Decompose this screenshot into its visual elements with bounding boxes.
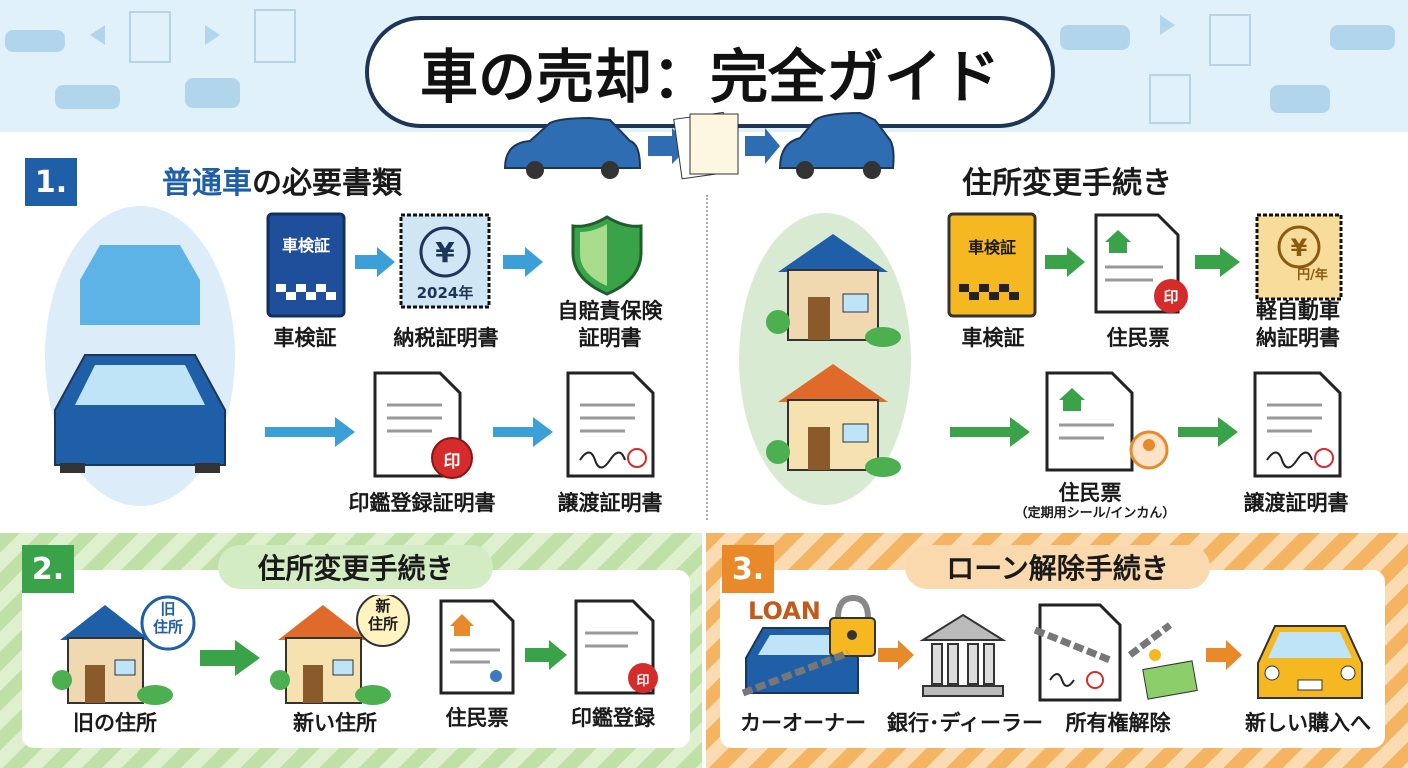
label-resident-2: 住民票 xyxy=(1058,481,1122,505)
label-car-owner: カーオーナー xyxy=(740,711,866,735)
arrow-right-icon xyxy=(200,640,260,676)
cars-illustration xyxy=(45,206,235,506)
old-address-bubble: 旧住所 xyxy=(150,600,186,636)
label-tax-certificate: 納税証明書 xyxy=(393,326,499,350)
tax-stamp-icon: ¥ xyxy=(1255,213,1343,301)
label-insurance-2: 証明書 xyxy=(578,326,642,350)
label-seal-registration: 印鑑登録 xyxy=(571,706,655,730)
label-resident-2-sub: （定期用シール/インカん） xyxy=(1014,506,1176,521)
resident-document-icon xyxy=(1045,371,1169,472)
bubble-line: 旧 xyxy=(160,600,176,618)
label-resident-3: 住民票 xyxy=(445,706,509,730)
arrow-right-icon xyxy=(1045,247,1085,277)
bubble-line: 住所 xyxy=(152,618,183,636)
section-1-heading: 普通車の必要書類 xyxy=(162,158,402,202)
label-insurance-1: 自賠責保険 xyxy=(557,299,663,323)
new-house-icon xyxy=(270,595,410,705)
bubble-line: 新 xyxy=(375,597,391,615)
seal-document-icon xyxy=(373,371,473,479)
arrow-right-icon xyxy=(1206,640,1242,670)
label-resident: 住民票 xyxy=(1106,326,1170,350)
heading-accent: 普通車 xyxy=(162,166,252,201)
label-new-address: 新い住所 xyxy=(293,711,377,735)
section-1-right-heading: 住所変更手続き xyxy=(962,166,1172,201)
seal-text: 印 xyxy=(636,674,650,689)
label-bank-dealer: 銀行･ディーラー xyxy=(886,711,1044,735)
seal-document-icon xyxy=(574,599,658,695)
resident-document-icon xyxy=(439,599,515,695)
label-new-purchase: 新しい購入へ xyxy=(1245,711,1371,735)
label-transfer-right: 譲渡証明書 xyxy=(1243,491,1349,515)
shaken-book-icon xyxy=(947,212,1037,318)
arrow-right-icon xyxy=(1178,417,1238,447)
loan-text: LOAN xyxy=(748,597,821,625)
svg-text:¥: ¥ xyxy=(435,236,455,269)
arrow-right-icon xyxy=(525,640,567,670)
label-shaken: 車検証 xyxy=(273,326,337,350)
label-old-address: 旧の住所 xyxy=(73,711,157,735)
ownership-release-icon xyxy=(1033,603,1198,702)
shield-icon xyxy=(571,215,643,296)
new-address-bubble: 新住所 xyxy=(365,597,401,633)
label-kei-1: 軽自動車 xyxy=(1256,299,1340,323)
transfer-document-icon xyxy=(566,371,655,478)
bubble-line: 住所 xyxy=(367,615,398,633)
section-3-badge: 3. xyxy=(722,545,774,593)
section-3-heading: ローン解除手続き xyxy=(905,545,1210,589)
arrow-right-icon xyxy=(503,247,543,277)
arrow-right-icon xyxy=(265,417,355,447)
transfer-document-icon xyxy=(1253,371,1342,478)
arrow-right-icon xyxy=(493,417,553,447)
background-pattern-icon xyxy=(5,9,1395,124)
book-text: 車検証 xyxy=(967,238,1016,257)
bank-icon xyxy=(919,613,1007,697)
label-shaken-right: 車検証 xyxy=(961,326,1025,350)
section-1-badge: 1. xyxy=(25,158,77,206)
label-transfer-certificate: 譲渡証明書 xyxy=(557,491,663,515)
stamp-text: 2024年 xyxy=(416,284,474,302)
stamp-text: 円/年 xyxy=(1297,268,1328,283)
svg-text:¥: ¥ xyxy=(1291,234,1308,262)
car-handover-illustration xyxy=(503,111,895,180)
tax-stamp-icon: ¥ xyxy=(399,213,491,309)
section-2-heading: 住所変更手続き xyxy=(218,545,493,589)
seal-text: 印 xyxy=(443,452,461,472)
book-text: 車検証 xyxy=(281,236,330,255)
section-2-badge: 2. xyxy=(22,545,74,593)
arrow-right-icon xyxy=(355,247,395,277)
arrow-right-icon xyxy=(950,417,1030,447)
page-title: 車の売却：完全ガイド xyxy=(365,16,1055,128)
old-house-icon xyxy=(52,595,196,705)
label-kei-2: 納証明書 xyxy=(1256,326,1340,350)
resident-document-icon xyxy=(1094,213,1188,314)
arrow-right-icon xyxy=(878,640,914,670)
divider xyxy=(706,195,708,520)
heading-rest: の必要書類 xyxy=(252,166,402,201)
locked-car-icon xyxy=(741,594,876,697)
seal-text: 印 xyxy=(1163,288,1179,306)
new-car-icon xyxy=(1257,625,1363,699)
label-seal-certificate: 印鑑登録証明書 xyxy=(348,491,496,515)
arrow-right-icon xyxy=(1195,247,1240,277)
houses-illustration xyxy=(739,213,911,505)
label-ownership-release: 所有権解除 xyxy=(1065,711,1171,735)
shaken-book-icon xyxy=(266,212,346,318)
